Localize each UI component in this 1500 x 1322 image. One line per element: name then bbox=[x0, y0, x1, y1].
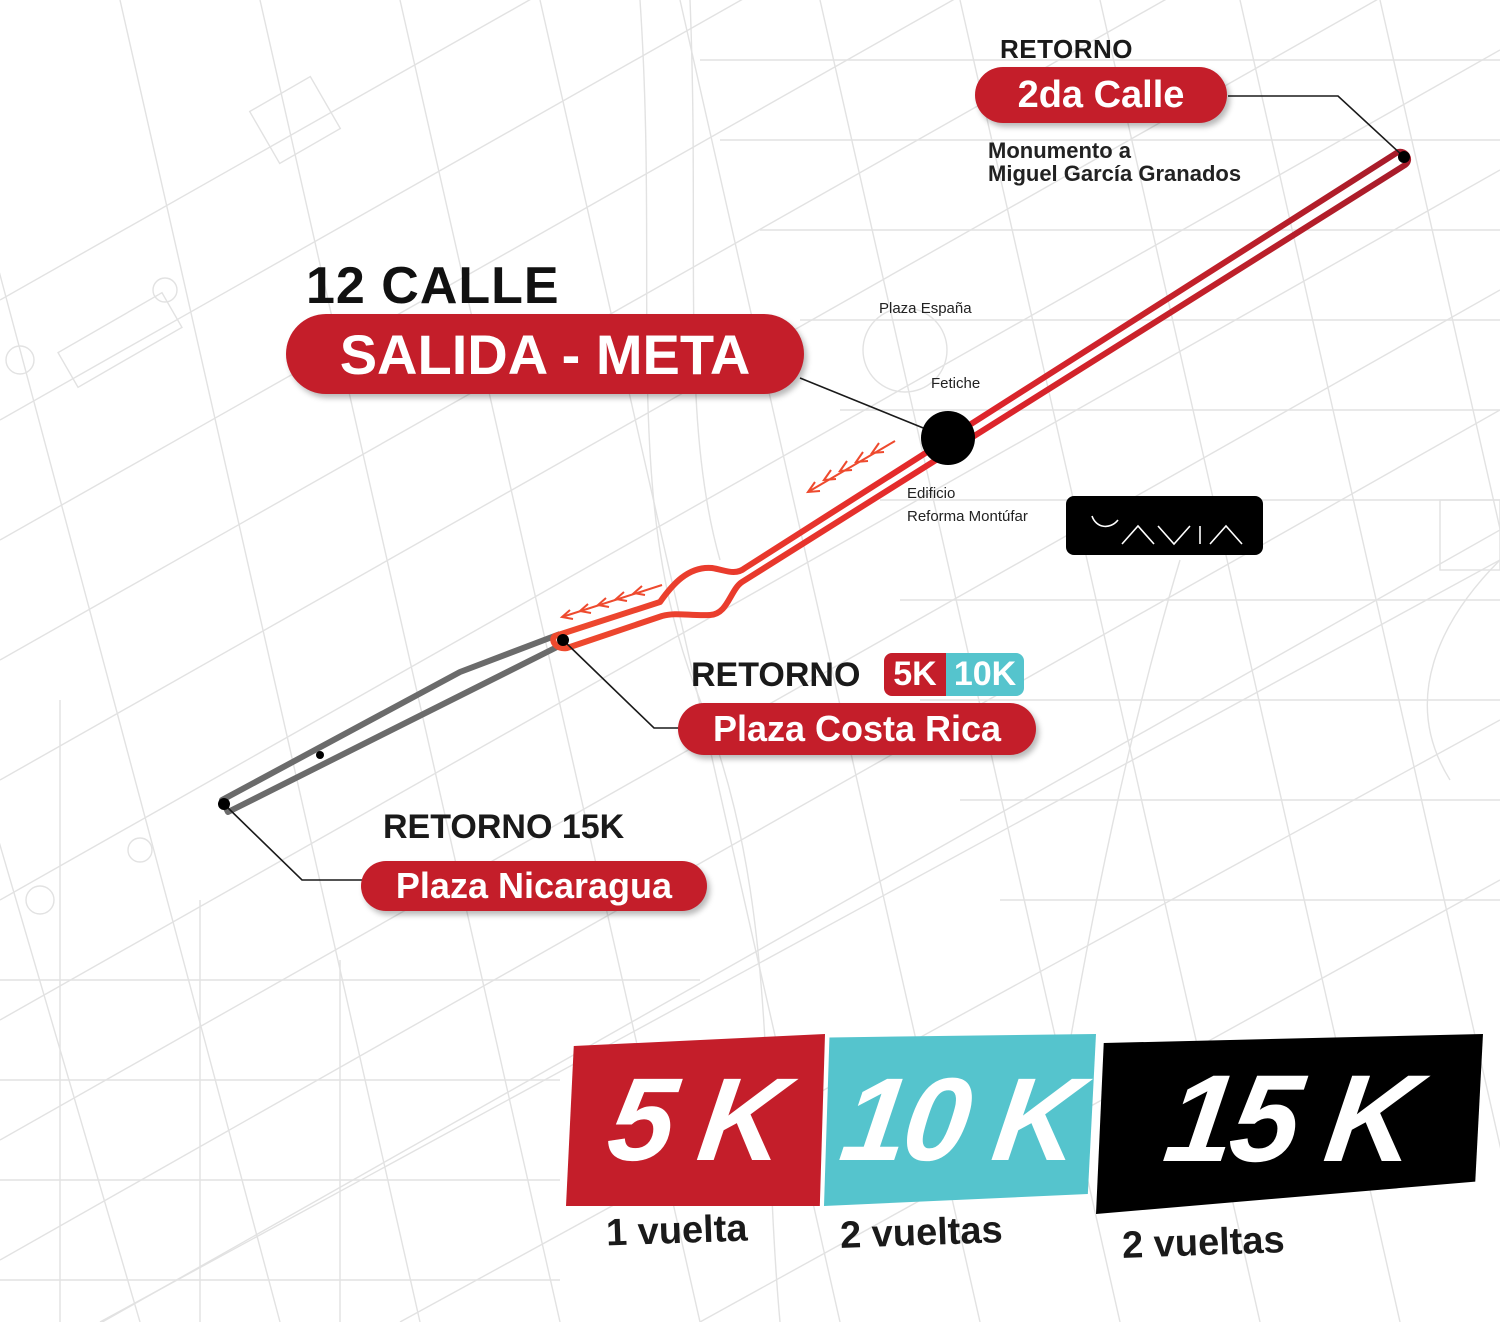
distance-15k-laps: 2 vueltas bbox=[1121, 1219, 1286, 1267]
route-dot bbox=[316, 751, 324, 759]
poi-plaza-espana: Plaza España bbox=[879, 300, 972, 317]
avia-logo-icon bbox=[1091, 515, 1243, 546]
route-15k-extension bbox=[219, 631, 567, 815]
turn-nicaragua-label: Plaza Nicaragua bbox=[361, 861, 707, 911]
landmark-line-2: Miguel García Granados bbox=[988, 161, 1242, 186]
poi-edificio-line-2: Reforma Montúfar bbox=[907, 508, 1028, 525]
landmark-line-1: Monumento a bbox=[988, 138, 1131, 163]
direction-arrows-lower bbox=[559, 584, 663, 620]
leader-line-2da-calle bbox=[1228, 95, 1405, 158]
tag-5k: 5K bbox=[884, 653, 946, 696]
turn-marker-2da-calle bbox=[1398, 151, 1410, 163]
poi-edificio-line-1: Edificio bbox=[907, 485, 956, 502]
turn-nicaragua-heading: RETORNO 15K bbox=[383, 808, 625, 846]
distance-box-10k: 10 K bbox=[824, 1034, 1096, 1206]
leader-line-nicaragua bbox=[223, 803, 362, 881]
route-main-loop bbox=[550, 148, 1411, 652]
distance-box-15k: 15 K bbox=[1096, 1034, 1483, 1214]
distance-10k-laps: 2 vueltas bbox=[839, 1209, 1004, 1257]
distance-box-5k: 5 K bbox=[566, 1034, 825, 1206]
direction-arrows-upper bbox=[805, 440, 896, 494]
avia-logo bbox=[1066, 496, 1263, 555]
turn-costa-rica-heading: RETORNO bbox=[691, 656, 861, 694]
distance-5k-label: 5 K bbox=[600, 1054, 791, 1186]
start-street-heading: 12 CALLE bbox=[306, 257, 560, 315]
poi-edificio: Edificio Reforma Montúfar bbox=[907, 482, 1028, 528]
distance-10k-label: 10 K bbox=[834, 1054, 1086, 1186]
turn-2da-heading: RETORNO bbox=[1000, 34, 1134, 64]
turn-marker-costa-rica bbox=[557, 634, 569, 646]
tag-10k: 10K bbox=[946, 653, 1024, 696]
leader-line-costa-rica bbox=[562, 639, 680, 729]
turn-2da-label: 2da Calle bbox=[975, 67, 1227, 123]
start-finish-marker bbox=[921, 411, 975, 465]
poi-fetiche: Fetiche bbox=[931, 375, 981, 392]
distance-15k-label: 15 K bbox=[1156, 1050, 1423, 1188]
turn-marker-nicaragua bbox=[218, 798, 230, 810]
turn-2da-landmark: Monumento a Miguel García Granados bbox=[988, 139, 1241, 185]
turn-costa-rica-label: Plaza Costa Rica bbox=[678, 703, 1036, 755]
start-finish-label: SALIDA - META bbox=[286, 314, 804, 394]
distance-5k-laps: 1 vuelta bbox=[605, 1207, 749, 1255]
